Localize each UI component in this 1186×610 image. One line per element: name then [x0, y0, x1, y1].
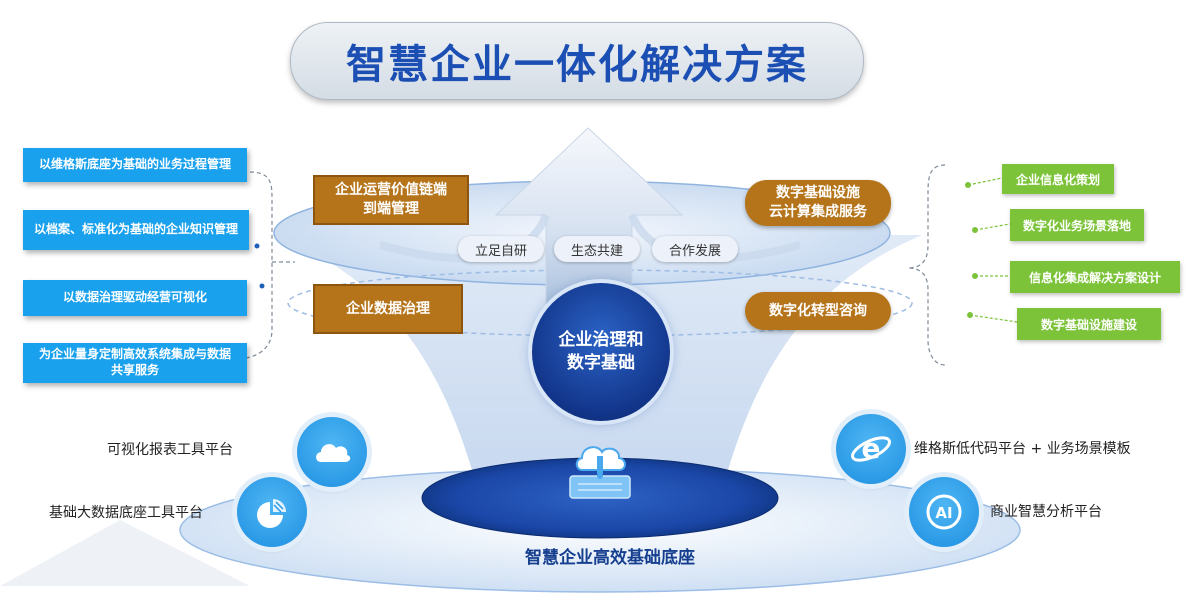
left-connector-dot-3: [259, 283, 265, 289]
data-governance-block: 企业数据治理: [313, 284, 463, 334]
left-brace: [245, 171, 273, 359]
tag-self-research: 立足自研: [458, 236, 544, 262]
green-dot-4: [967, 312, 973, 318]
ie-browser-icon: e: [836, 414, 906, 484]
base-label: 智慧企业高效基础底座: [525, 548, 695, 568]
cloud-server-icon: [569, 446, 631, 499]
platform-bi-analysis: 商业智慧分析平台: [990, 504, 1102, 520]
title-banner: 智慧企业一体化解决方案: [290, 22, 864, 100]
page-title: 智慧企业一体化解决方案: [346, 42, 808, 88]
green-dot-2: [972, 227, 978, 233]
value-chain-block: 企业运营价值链端 到端管理: [313, 175, 469, 225]
left-item-3: 以数据治理驱动经营可视化: [23, 280, 247, 316]
decorative-triangle: [0, 520, 250, 586]
platform-low-code: 维格斯低代码平台 + 业务场景模板: [914, 441, 1131, 457]
green-connector-1: [967, 177, 1003, 186]
right-item-4: 数字基础设施建设: [1017, 308, 1161, 340]
left-item-2: 以档案、标准化为基础的企业知识管理: [23, 210, 249, 250]
tag-cooperation: 合作发展: [652, 236, 738, 262]
digital-transformation-block: 数字化转型咨询: [745, 292, 891, 330]
cloud-icon: [297, 417, 367, 487]
platform-visual-report: 可视化报表工具平台: [107, 442, 233, 458]
pie-chart-icon: [237, 477, 307, 547]
green-dot-1: [965, 182, 971, 188]
left-item-1: 以维格斯底座为基础的业务过程管理: [23, 148, 247, 182]
tag-ecosystem: 生态共建: [554, 236, 640, 262]
right-item-2: 数字化业务场景落地: [1010, 209, 1144, 241]
ai-icon: AI: [909, 477, 979, 547]
left-item-4: 为企业量身定制高效系统集成与数据 共享服务: [23, 343, 247, 383]
green-dot-3: [972, 273, 978, 279]
svg-text:e: e: [862, 432, 881, 465]
left-connector-dot-2: [254, 243, 260, 249]
green-connector-2: [974, 223, 1011, 231]
green-connector-4: [969, 314, 1018, 323]
right-item-3: 信息化集成解决方案设计: [1010, 261, 1180, 293]
right-item-1: 企业信息化策划: [1002, 164, 1114, 194]
core-governance-circle: 企业治理和 数字基础: [532, 283, 670, 421]
infrastructure-cloud-block: 数字基础设施 云计算集成服务: [745, 180, 891, 226]
right-brace: [907, 164, 946, 366]
svg-text:AI: AI: [935, 504, 952, 522]
platform-big-data-base: 基础大数据底座工具平台: [49, 505, 203, 521]
